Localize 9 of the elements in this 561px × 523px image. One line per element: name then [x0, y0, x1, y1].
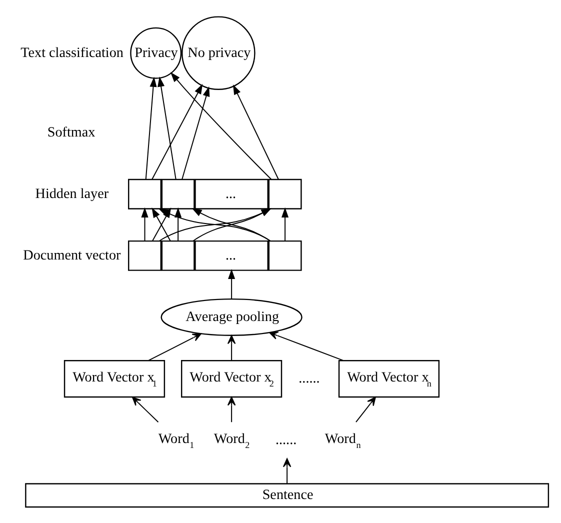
label: ...... — [298, 370, 320, 386]
node-text: Word$_{n}$ — [324, 430, 361, 450]
node-text: ...... — [275, 432, 297, 448]
label: Hidden layer — [35, 185, 109, 202]
label: Text classification — [20, 44, 124, 60]
node-text: Word$_{1}$ — [158, 430, 194, 450]
node-text: Word$_{2}$ — [214, 430, 250, 450]
label: Document vector — [23, 246, 121, 263]
label: Softmax — [47, 124, 96, 140]
